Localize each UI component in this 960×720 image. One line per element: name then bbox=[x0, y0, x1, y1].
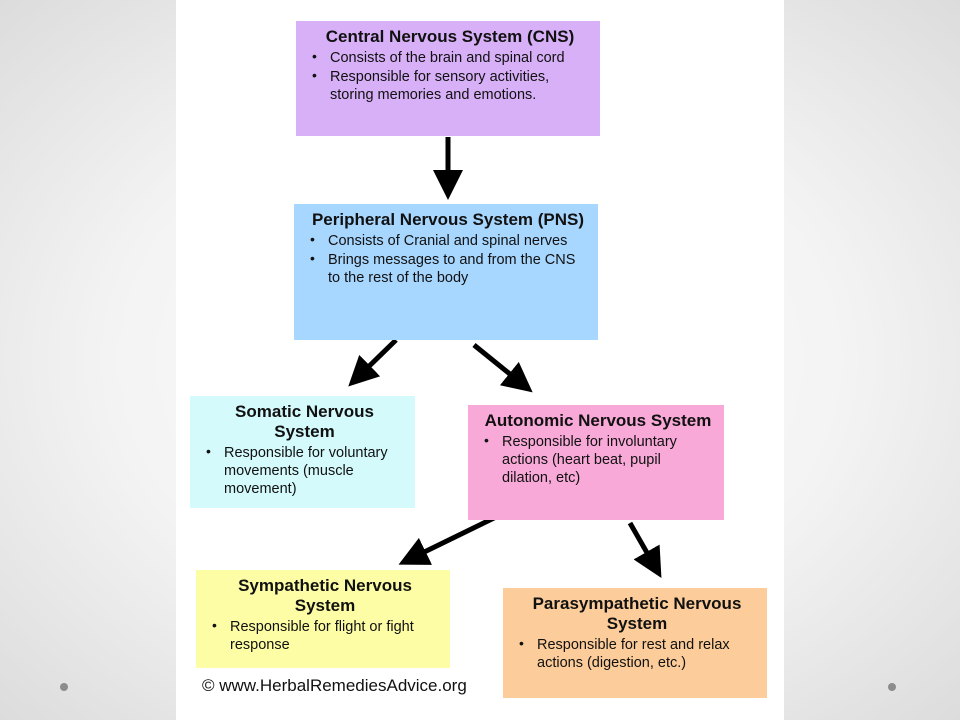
somatic-title: Somatic Nervous System bbox=[235, 402, 374, 441]
arrow-pns-to-somatic bbox=[348, 338, 398, 387]
somatic-box: Somatic Nervous System Responsible for v… bbox=[190, 396, 415, 508]
pns-bullet: Brings messages to and from the CNS to t… bbox=[310, 249, 588, 287]
cns-box: Central Nervous System (CNS) Consists of… bbox=[296, 21, 600, 136]
arrows-layer bbox=[348, 137, 662, 579]
parasympathetic-bullet: Responsible for rest and relax actions (… bbox=[519, 634, 757, 672]
diagram-page: Central Nervous System (CNS) Consists of… bbox=[176, 0, 784, 720]
arrow-autonomic-to-parasympathetic bbox=[627, 521, 662, 579]
pns-box: Peripheral Nervous System (PNS) Consists… bbox=[294, 204, 598, 340]
parasympathetic-bullets: Responsible for rest and relax actions (… bbox=[517, 634, 757, 672]
pns-bullets: Consists of Cranial and spinal nerves Br… bbox=[308, 230, 588, 287]
autonomic-box: Autonomic Nervous System Responsible for… bbox=[468, 405, 724, 520]
cns-bullets: Consists of the brain and spinal cord Re… bbox=[310, 47, 590, 104]
cns-bullet: Responsible for sensory activities, stor… bbox=[312, 66, 590, 104]
somatic-bullets: Responsible for voluntary movements (mus… bbox=[204, 442, 405, 498]
autonomic-bullets: Responsible for involuntary actions (hea… bbox=[482, 431, 714, 487]
pns-bullet: Consists of Cranial and spinal nerves bbox=[310, 230, 588, 250]
sympathetic-box: Sympathetic Nervous System Responsible f… bbox=[196, 570, 450, 668]
cns-bullet: Consists of the brain and spinal cord bbox=[312, 47, 590, 67]
sympathetic-bullet: Responsible for flight or fight response bbox=[212, 616, 440, 654]
parasympathetic-title: Parasympathetic Nervous System bbox=[532, 594, 742, 633]
slide-dot-left bbox=[60, 683, 68, 691]
slide-dot-right bbox=[888, 683, 896, 691]
copyright-text: © www.HerbalRemediesAdvice.org bbox=[202, 676, 467, 695]
autonomic-bullet: Responsible for involuntary actions (hea… bbox=[484, 431, 714, 487]
arrow-pns-to-autonomic bbox=[472, 343, 533, 393]
cns-title: Central Nervous System (CNS) bbox=[325, 27, 575, 46]
autonomic-title: Autonomic Nervous System bbox=[484, 411, 712, 430]
somatic-bullet: Responsible for voluntary movements (mus… bbox=[206, 442, 405, 498]
arrow-autonomic-to-sympathetic bbox=[398, 514, 498, 565]
sympathetic-title: Sympathetic Nervous System bbox=[238, 576, 412, 615]
parasympathetic-box: Parasympathetic Nervous System Responsib… bbox=[503, 588, 767, 698]
pns-title: Peripheral Nervous System (PNS) bbox=[311, 210, 585, 229]
sympathetic-bullets: Responsible for flight or fight response bbox=[210, 616, 440, 654]
